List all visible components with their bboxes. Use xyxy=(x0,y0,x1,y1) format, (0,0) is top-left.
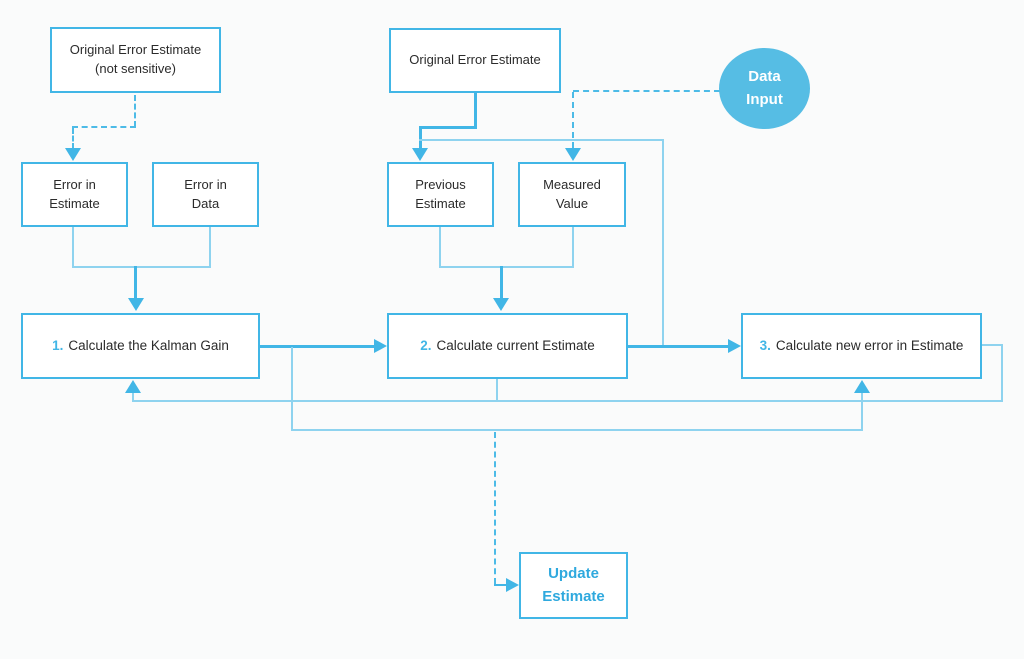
arrowhead-into-update-estimate xyxy=(506,578,519,592)
connector-datainput-down xyxy=(572,92,574,148)
connector-step1-step2 xyxy=(260,345,376,348)
node-label: Original Error Estimate xyxy=(69,42,202,58)
connector-merge-to-step2 xyxy=(500,266,503,299)
connector-feedback-140 xyxy=(419,139,664,141)
step-number: 2. xyxy=(420,338,432,354)
connector-step3-loop-down xyxy=(1001,344,1003,402)
node-measured-value: Measured Value xyxy=(518,162,626,227)
connector-estimate-merge xyxy=(439,266,574,268)
connector-loop-into-step1-stub xyxy=(132,392,134,402)
arrowhead-into-previous-estimate xyxy=(412,148,428,161)
arrowhead-into-error-in-estimate xyxy=(65,148,81,161)
node-step2-calculate-current-estimate: 2. Calculate current Estimate xyxy=(387,313,628,379)
connector-merge-to-step1 xyxy=(134,266,137,299)
node-label: Data xyxy=(191,195,220,211)
node-label: Calculate the Kalman Gain xyxy=(68,338,229,354)
connector-loop-430 xyxy=(291,429,863,431)
connector-measured-stub xyxy=(572,227,574,268)
connector-step2-step3 xyxy=(628,345,729,348)
node-label: Calculate new error in Estimate xyxy=(775,338,964,354)
node-label: Measured xyxy=(543,176,601,192)
connector-feedback-663 xyxy=(662,139,664,347)
arrowhead-into-step2-top xyxy=(493,298,509,311)
node-data-input: Data Input xyxy=(719,48,810,129)
node-error-in-estimate: Error in Estimate xyxy=(21,162,128,227)
connector-loop-401 xyxy=(132,400,1003,402)
node-step1-calculate-kalman-gain: 1. Calculate the Kalman Gain xyxy=(21,313,260,379)
node-label: Error in xyxy=(184,176,227,192)
arrowhead-into-step3-left xyxy=(728,339,741,353)
step-number: 1. xyxy=(52,338,64,354)
connector-origns-down xyxy=(134,95,136,127)
node-label: (not sensitive) xyxy=(95,61,176,76)
connector-previous-stub xyxy=(439,227,441,268)
arrowhead-into-step1-top xyxy=(128,298,144,311)
node-label: Original Error Estimate xyxy=(409,52,541,68)
node-label: Estimate xyxy=(415,195,466,211)
connector-update-dashed xyxy=(494,432,496,584)
connector-step2-bottom-stub xyxy=(496,379,498,401)
connector-orig-down xyxy=(474,93,477,128)
arrowhead-into-measured-value xyxy=(565,148,581,161)
connector-gain-branch-down xyxy=(291,347,293,431)
arrowhead-into-step2-left xyxy=(374,339,387,353)
node-update-estimate: Update Estimate xyxy=(519,552,628,619)
node-error-in-data: Error in Data xyxy=(152,162,259,227)
connector-orig-down2 xyxy=(419,126,422,150)
connector-origns-left xyxy=(72,126,136,128)
node-label: Value xyxy=(555,195,589,211)
node-label: Calculate current Estimate xyxy=(436,338,595,354)
node-label: Data xyxy=(748,68,781,85)
step-number: 3. xyxy=(759,338,771,354)
arrowhead-into-step3-bottom xyxy=(854,380,870,393)
node-label: Estimate xyxy=(49,195,100,211)
node-label: Error in xyxy=(53,176,96,192)
connector-error-estimate-stub xyxy=(72,227,74,268)
connector-update-stub xyxy=(494,584,508,586)
node-original-error-estimate-not-sensitive: Original Error Estimate (not sensitive) xyxy=(50,27,221,93)
arrowhead-into-step1-bottom xyxy=(125,380,141,393)
connector-orig-left xyxy=(419,126,477,129)
node-label: Estimate xyxy=(542,587,605,605)
connector-origns-down2 xyxy=(72,128,74,149)
connector-loop-into-step3-stub xyxy=(861,393,863,430)
connector-error-merge xyxy=(72,266,211,268)
node-previous-estimate: Previous Estimate xyxy=(387,162,494,227)
node-original-error-estimate: Original Error Estimate xyxy=(389,28,561,93)
node-label: Update xyxy=(548,565,599,582)
connector-error-data-stub xyxy=(209,227,211,268)
node-step3-calculate-new-error: 3. Calculate new error in Estimate xyxy=(741,313,982,379)
node-label: Previous xyxy=(415,176,466,192)
connector-step3-out-right xyxy=(982,344,1003,346)
connector-datainput-left xyxy=(573,90,720,92)
node-label: Input xyxy=(746,90,783,108)
